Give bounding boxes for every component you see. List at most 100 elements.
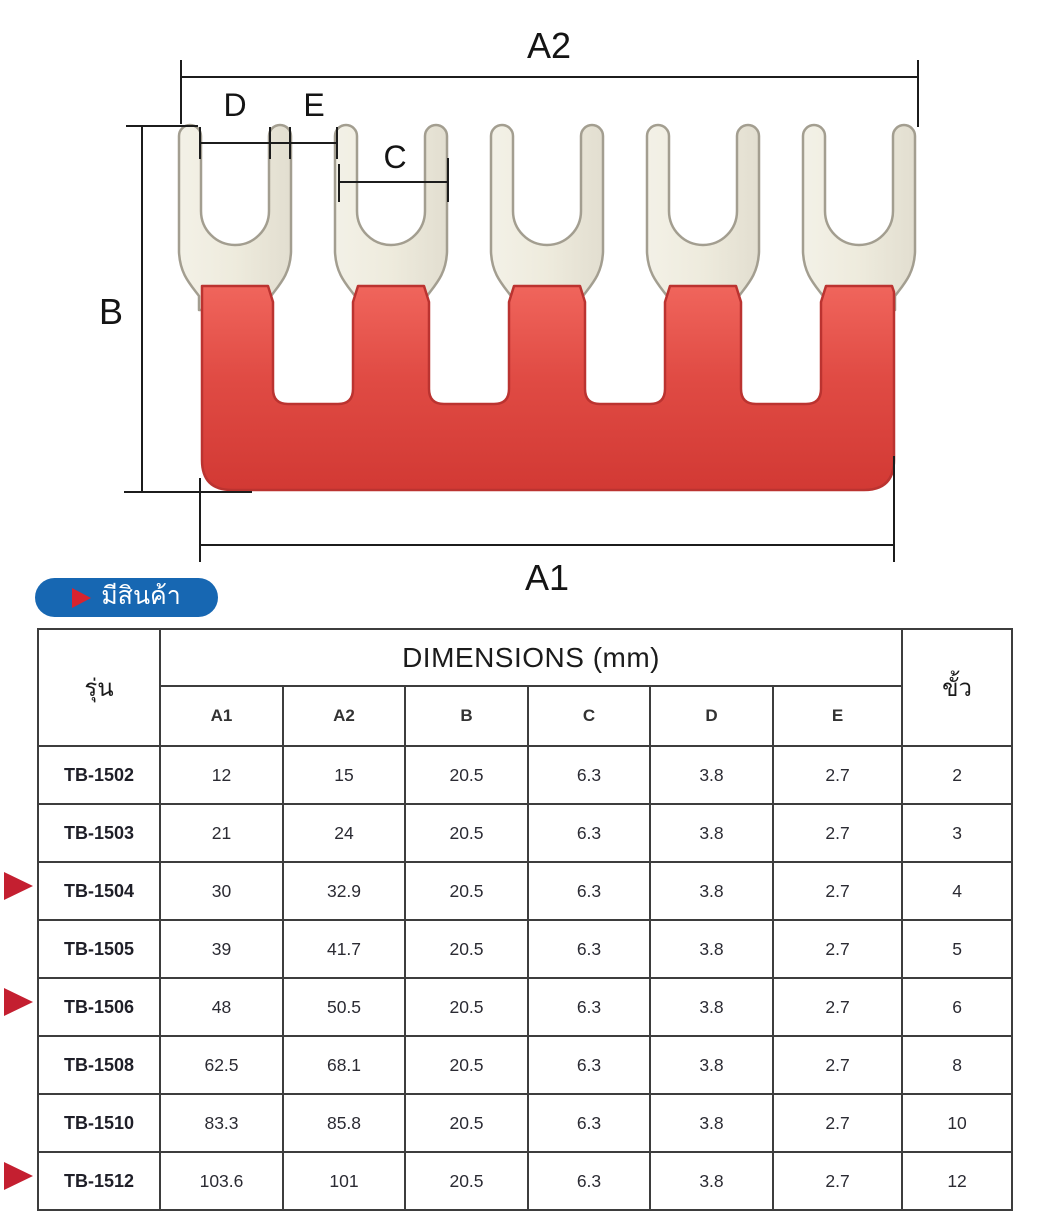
value-cell: 6.3 — [527, 803, 651, 863]
value-cell: 20.5 — [404, 1035, 529, 1095]
value-cell: 2.7 — [771, 1093, 904, 1153]
value-cell: 6.3 — [527, 745, 651, 805]
dimension-a2: A2 — [180, 25, 919, 127]
terminal-block-diagram: A2 D E C B A1 — [99, 25, 919, 598]
value-cell: 85.8 — [282, 1093, 406, 1153]
value-cell: 2.7 — [771, 919, 904, 979]
model-cell: TB-1503 — [37, 803, 161, 863]
value-cell: 20.5 — [404, 977, 529, 1037]
badge-arrow-icon — [72, 587, 92, 608]
value-cell: 2.7 — [771, 1035, 904, 1095]
badge-label: มีสินค้า — [101, 581, 181, 610]
poles-cell: 8 — [901, 1035, 1014, 1095]
value-cell: 39 — [159, 919, 284, 979]
column-header-a2: A2 — [282, 685, 406, 747]
insulated-body — [200, 284, 896, 492]
fork-terminal-4 — [645, 123, 761, 312]
column-header-d: D — [649, 685, 774, 747]
value-cell: 12 — [159, 745, 284, 805]
poles-cell: 4 — [901, 861, 1014, 921]
value-cell: 20.5 — [404, 861, 529, 921]
value-cell: 3.8 — [649, 803, 774, 863]
value-cell: 6.3 — [527, 1151, 651, 1211]
value-cell: 2.7 — [771, 861, 904, 921]
value-cell: 103.6 — [159, 1151, 284, 1211]
value-cell: 2.7 — [771, 803, 904, 863]
poles-cell: 3 — [901, 803, 1014, 863]
poles-cell: 12 — [901, 1151, 1014, 1211]
column-header-model: รุ่น — [37, 628, 161, 747]
value-cell: 48 — [159, 977, 284, 1037]
value-cell: 15 — [282, 745, 406, 805]
value-cell: 101 — [282, 1151, 406, 1211]
value-cell: 3.8 — [649, 977, 774, 1037]
column-header-dimensions: DIMENSIONS (mm) — [158, 628, 904, 687]
value-cell: 3.8 — [649, 745, 774, 805]
model-cell: TB-1508 — [37, 1035, 161, 1095]
poles-cell: 5 — [901, 919, 1014, 979]
value-cell: 68.1 — [282, 1035, 406, 1095]
value-cell: 20.5 — [404, 803, 529, 863]
label-e: E — [303, 87, 324, 123]
fork-terminals — [177, 123, 917, 312]
fork-terminal-3 — [489, 123, 605, 312]
value-cell: 20.5 — [404, 1151, 529, 1211]
value-cell: 20.5 — [404, 1093, 529, 1153]
value-cell: 20.5 — [404, 919, 529, 979]
poles-cell: 2 — [901, 745, 1014, 805]
value-cell: 21 — [159, 803, 284, 863]
in-stock-arrow-tb-1506 — [4, 988, 33, 1016]
in-stock-arrow-tb-1512 — [4, 1162, 33, 1190]
in-stock-badge: มีสินค้า — [35, 578, 218, 617]
value-cell: 2.7 — [771, 977, 904, 1037]
value-cell: 2.7 — [771, 1151, 904, 1211]
model-cell: TB-1512 — [37, 1151, 161, 1211]
value-cell: 41.7 — [282, 919, 406, 979]
value-cell: 6.3 — [527, 977, 651, 1037]
poles-cell: 6 — [901, 977, 1014, 1037]
fork-terminal-1 — [177, 123, 293, 312]
value-cell: 30 — [159, 861, 284, 921]
value-cell: 3.8 — [649, 861, 774, 921]
model-cell: TB-1506 — [37, 977, 161, 1037]
value-cell: 6.3 — [527, 919, 651, 979]
dimension-a1: A1 — [199, 456, 895, 598]
column-header-c: C — [527, 685, 651, 747]
value-cell: 3.8 — [649, 1151, 774, 1211]
value-cell: 62.5 — [159, 1035, 284, 1095]
value-cell: 20.5 — [404, 745, 529, 805]
fork-terminal-5 — [801, 123, 917, 312]
in-stock-arrow-tb-1504 — [4, 872, 33, 900]
value-cell: 6.3 — [527, 1035, 651, 1095]
label-d: D — [223, 87, 246, 123]
value-cell: 32.9 — [282, 861, 406, 921]
model-cell: TB-1505 — [37, 919, 161, 979]
value-cell: 24 — [282, 803, 406, 863]
value-cell: 6.3 — [527, 861, 651, 921]
label-a2: A2 — [527, 25, 571, 66]
value-cell: 2.7 — [771, 745, 904, 805]
value-cell: 6.3 — [527, 1093, 651, 1153]
model-cell: TB-1502 — [37, 745, 161, 805]
dimension-c: C — [338, 139, 449, 202]
label-b: B — [99, 291, 123, 332]
column-header-poles: ขั้ว — [901, 628, 1014, 747]
model-cell: TB-1510 — [37, 1093, 161, 1153]
value-cell: 3.8 — [649, 1093, 774, 1153]
value-cell: 3.8 — [649, 1035, 774, 1095]
label-c: C — [383, 139, 406, 175]
label-a1: A1 — [525, 557, 569, 598]
column-header-b: B — [404, 685, 529, 747]
dimension-d-e: D E — [199, 87, 338, 159]
column-header-e: E — [771, 685, 904, 747]
